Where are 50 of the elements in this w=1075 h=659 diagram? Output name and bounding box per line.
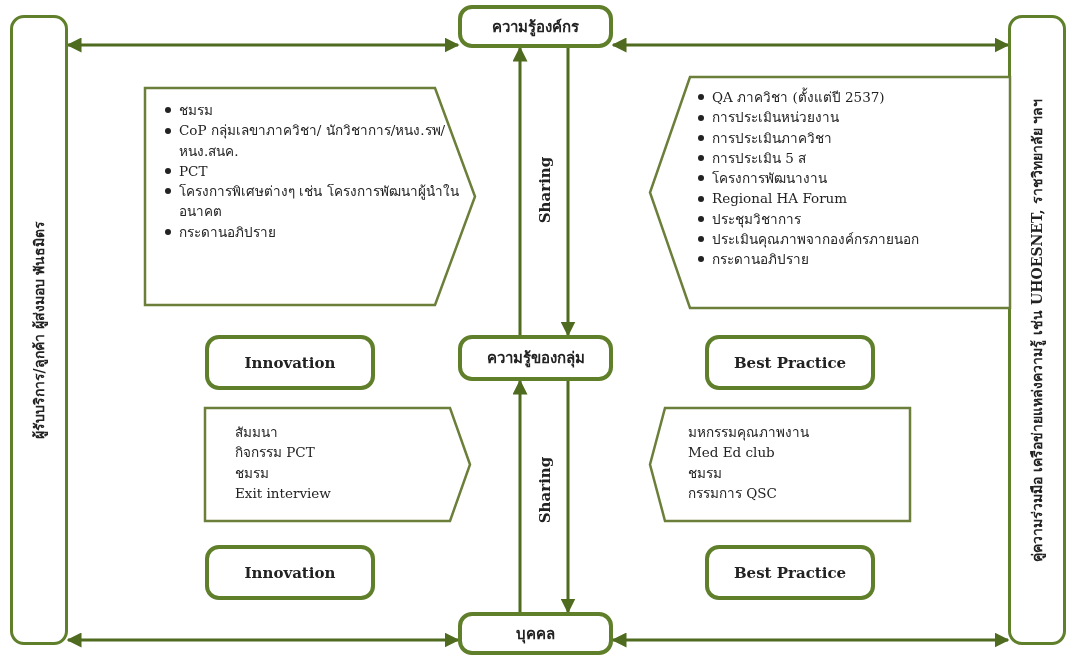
sharing-label: Sharing — [536, 454, 554, 526]
list-item: มหกรรมคุณภาพงาน — [688, 424, 809, 440]
list-item: กระดานอภิปราย — [179, 223, 276, 240]
arrow — [611, 632, 1010, 648]
sharing-label: Sharing — [536, 154, 554, 226]
list-item: สัมมนา — [235, 424, 278, 440]
best-practice-box — [705, 335, 875, 390]
list-item: Med Ed club — [688, 444, 775, 461]
box-label: บุคคล — [516, 623, 555, 646]
knowledge-box — [458, 335, 613, 381]
list-item: ประชุมวิชาการ — [712, 210, 801, 227]
arrow — [66, 37, 460, 53]
box-label: Innovation — [244, 563, 336, 582]
box-label: Best Practice — [733, 563, 847, 582]
arrow — [66, 632, 460, 648]
list-item: การประเมินภาควิชา — [712, 129, 832, 146]
box-label: ความรู้ของกลุ่ม — [486, 348, 585, 370]
stakeholder-panel — [10, 15, 68, 645]
list-item: Exit interview — [235, 484, 331, 501]
arrow — [611, 37, 1010, 53]
list-item: CoP กลุ่มเลขาภาควิชา/ นักวิชาการ/หนง.รพ/ หนง.สนค. — [179, 122, 446, 159]
list-item: Regional HA Forum — [712, 190, 848, 207]
box-label: Best Practice — [733, 353, 847, 372]
list-item: โครงการพัฒนางาน — [712, 170, 827, 186]
list-item: ชมรม — [235, 464, 269, 481]
list-item: กรรมการ QSC — [688, 484, 777, 501]
innovation-box — [205, 545, 375, 600]
innovation-box — [205, 335, 375, 390]
list-item: ชมรม — [179, 102, 213, 118]
box-label: ความรู้องค์กร — [492, 16, 579, 39]
knowledge-box — [458, 612, 613, 655]
list-item: กิจกรรม PCT — [235, 444, 315, 461]
list-item: กระดานอภิปราย — [712, 251, 809, 267]
arrow — [512, 379, 528, 612]
list-item: ประเมินคุณภาพจากองค์กรภายนอก — [712, 230, 919, 247]
arrow — [560, 381, 576, 614]
list-item: การประเมิน 5 ส — [712, 149, 807, 166]
list-item: ชมรม — [688, 464, 722, 481]
arrow — [560, 48, 576, 337]
list-item: โครงการพิเศษต่างๆ เช่น โครงการพัฒนาผู้นำในอนาคต — [179, 183, 459, 220]
panel-label: ผู้รับบริการ/ลูกค้า ผู้ส่งมอบ พันธมิตร — [30, 220, 49, 440]
box-label: Innovation — [244, 353, 336, 372]
best-practice-box — [705, 545, 875, 600]
knowledge-box — [458, 5, 613, 48]
panel-label: คู่ความร่วมมือ เครือข่ายแหล่งความรู้ เช่น UHOESNET, ราชวิทยาลัย ฯลฯ — [1028, 98, 1047, 562]
list-item: การประเมินหน่วยงาน — [712, 109, 839, 126]
arrow — [512, 46, 528, 335]
partner-panel — [1008, 15, 1066, 645]
list-item: PCT — [179, 162, 208, 179]
list-item: QA ภาควิชา (ตั้งแต่ปี 2537) — [712, 89, 885, 105]
